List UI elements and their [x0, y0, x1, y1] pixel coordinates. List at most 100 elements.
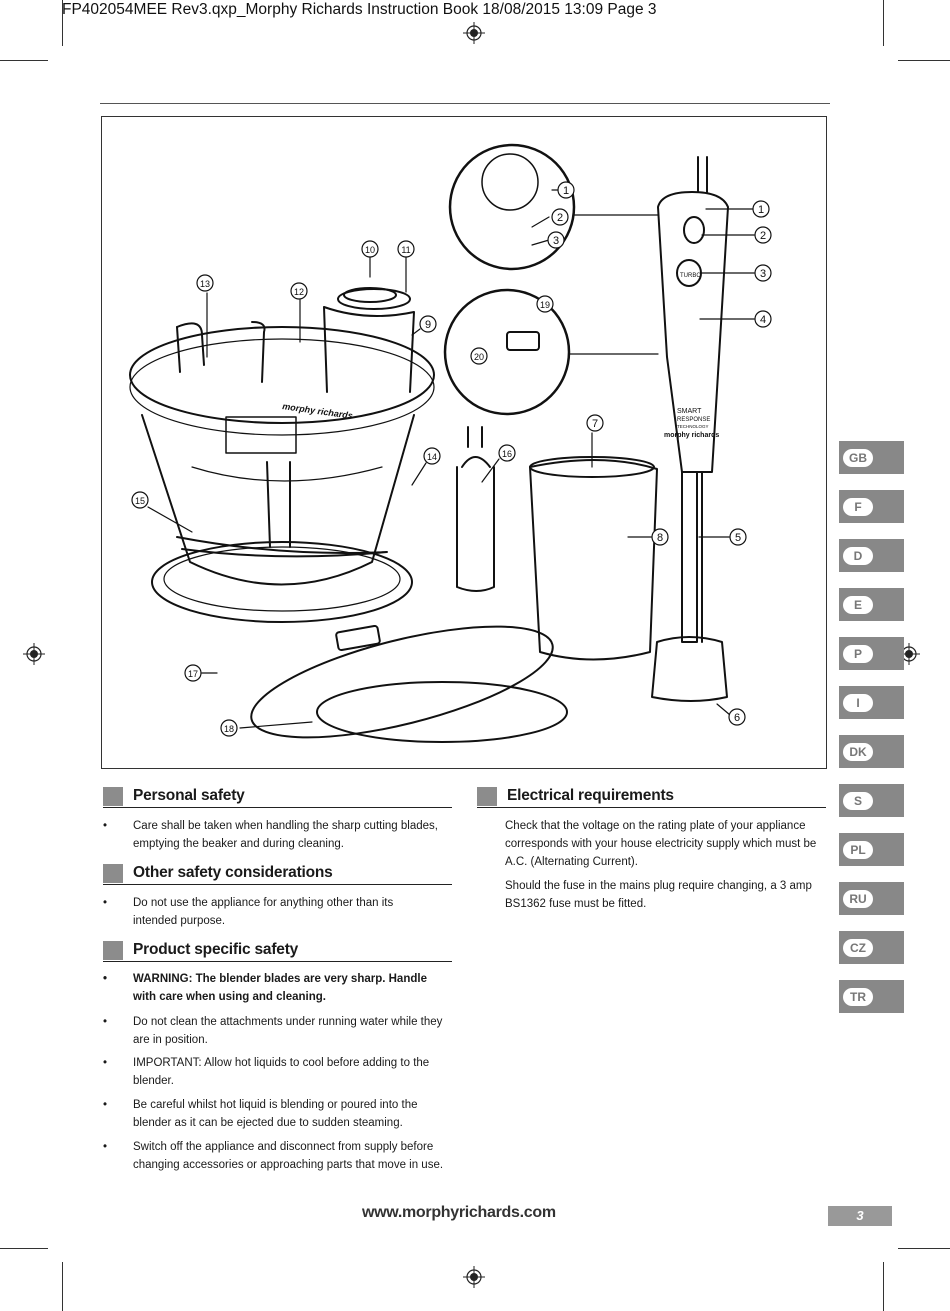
callout-number: 19 [540, 300, 550, 310]
callout-number: 5 [735, 532, 741, 544]
callout-number: 11 [401, 245, 410, 255]
callout-circle [397, 240, 415, 258]
detail-buttons [448, 143, 576, 271]
callout-circle [547, 231, 565, 249]
section-electrical: Electrical requirements [477, 787, 826, 808]
crop-mark [0, 60, 48, 61]
language-tab-dk[interactable]: DK [839, 735, 904, 768]
section-personal-safety: Personal safety [103, 787, 452, 808]
bullet-dot: • [103, 897, 108, 909]
language-tab-gb[interactable]: GB [839, 441, 904, 474]
callout-number: 1 [563, 185, 569, 197]
language-tab-i[interactable]: I [839, 686, 904, 719]
registration-mark-icon [23, 643, 45, 665]
badge-line-3: TECHNOLOGY [677, 424, 709, 429]
bullet-text: Be careful whilst hot liquid is blending… [133, 1099, 418, 1129]
language-code: RU [843, 890, 873, 908]
callout-number: 4 [760, 314, 766, 326]
callout-number: 13 [200, 279, 210, 289]
registration-mark-icon [463, 1266, 485, 1288]
callout-number: 3 [553, 235, 559, 247]
crop-mark [898, 1248, 950, 1249]
blender-motor-body [657, 191, 729, 473]
callout-number: 15 [135, 496, 145, 506]
product-diagram: morphy richards TURBO SMART RESPONSE TEC… [101, 116, 827, 769]
callout-number: 8 [657, 532, 663, 544]
crop-mark [62, 0, 63, 46]
section-title: Product specific safety [133, 941, 299, 958]
language-code: P [843, 645, 873, 663]
callout-circle [651, 528, 669, 546]
language-tab-f[interactable]: F [839, 490, 904, 523]
callout-number: 18 [224, 724, 234, 734]
callout-number: 7 [592, 418, 598, 430]
callout-circle [557, 181, 575, 199]
callout-number: 9 [425, 319, 431, 331]
detail-release-button [443, 288, 571, 416]
paragraph: Should the fuse in the mains plug requir… [505, 880, 812, 910]
section-marker [103, 787, 123, 806]
crop-mark [0, 1248, 48, 1249]
whisk-coupling [456, 466, 495, 592]
language-code: PL [843, 841, 873, 859]
language-tab-d[interactable]: D [839, 539, 904, 572]
page-number: 3 [828, 1206, 892, 1226]
callout-circle [220, 719, 238, 737]
section-marker [477, 787, 497, 806]
bullet-dot: • [103, 820, 108, 832]
callout-number: 12 [294, 287, 304, 297]
callout-circle [184, 664, 202, 682]
print-slug: FP402054MEE Rev3.qxp_Morphy Richards Ins… [62, 1, 657, 18]
bullet-dot: • [103, 1099, 108, 1111]
callout-number: 1 [758, 204, 764, 216]
language-code: E [843, 596, 873, 614]
callout-circle [419, 315, 437, 333]
section-title: Personal safety [133, 787, 245, 804]
bullet-dot: • [103, 1141, 108, 1153]
callout-circle [551, 208, 569, 226]
language-code: DK [843, 743, 873, 761]
bullet-text: Switch off the appliance and disconnect … [133, 1141, 444, 1171]
section-other-safety: Other safety considerations [103, 864, 452, 885]
callout-circle [290, 282, 308, 300]
bullet-dot: • [103, 1016, 108, 1028]
callout-circle [586, 414, 604, 432]
language-tab-tr[interactable]: TR [839, 980, 904, 1013]
language-tab-p[interactable]: P [839, 637, 904, 670]
section-product-safety: Product specific safety [103, 941, 452, 962]
crop-mark [883, 1262, 884, 1311]
section-title: Electrical requirements [507, 787, 674, 804]
section-marker [103, 864, 123, 883]
bullet-text: IMPORTANT: Allow hot liquids to cool bef… [133, 1057, 430, 1087]
language-tab-cz[interactable]: CZ [839, 931, 904, 964]
callout-number: 3 [760, 268, 766, 280]
section-marker [103, 941, 123, 960]
language-code: I [843, 694, 873, 712]
blender-shaft [681, 471, 703, 643]
bullet-text: WARNING: The blender blades are very sha… [133, 973, 427, 1003]
bullet-text: Do not clean the attachments under runni… [133, 1016, 443, 1046]
product-illustration: morphy richards TURBO SMART RESPONSE TEC… [129, 143, 772, 743]
header-rule [100, 103, 830, 104]
language-code: TR [843, 988, 873, 1006]
language-tab-s[interactable]: S [839, 784, 904, 817]
callout-circle [361, 240, 379, 258]
language-code: GB [843, 449, 873, 467]
crop-mark [62, 1262, 63, 1311]
chopper-bowl [141, 414, 415, 586]
language-code: S [843, 792, 873, 810]
crop-mark [883, 0, 884, 46]
bullet-dot: • [103, 1057, 108, 1069]
callout-number: 16 [502, 449, 512, 459]
badge-line-2: RESPONSE [677, 417, 710, 423]
beaker [529, 459, 658, 661]
language-tab-pl[interactable]: PL [839, 833, 904, 866]
callout-circle [498, 444, 516, 462]
language-tab-e[interactable]: E [839, 588, 904, 621]
language-tab-ru[interactable]: RU [839, 882, 904, 915]
callout-circle [728, 708, 746, 726]
chopper-blade [266, 461, 291, 548]
handle-brand-label: morphy richards [664, 432, 719, 439]
slicing-disc [250, 625, 554, 739]
